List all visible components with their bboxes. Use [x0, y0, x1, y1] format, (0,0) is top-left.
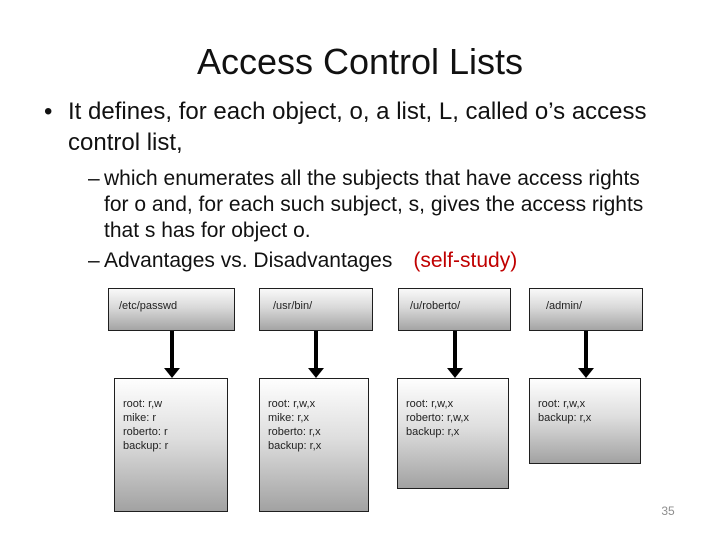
arrow-head	[447, 368, 463, 378]
object-box-u-roberto: /u/roberto/	[398, 288, 511, 331]
sub-bullet-item-2: – Advantages vs. Disadvantages (self-stud…	[88, 248, 688, 274]
arrow-head	[578, 368, 594, 378]
dash-marker: –	[88, 167, 100, 190]
acl-line: backup: r,x	[538, 412, 592, 424]
acl-box-u-roberto: root: r,w,x roberto: r,w,x backup: r,x	[397, 378, 509, 489]
dash-marker: –	[88, 249, 100, 272]
acl-line: root: r,w,x	[406, 398, 454, 410]
acl-box-admin: root: r,w,x backup: r,x	[529, 378, 641, 464]
arrow-shaft	[584, 331, 588, 368]
arrow-head	[164, 368, 180, 378]
acl-line: roberto: r	[123, 426, 168, 438]
object-label: /admin/	[546, 300, 583, 312]
object-label: /etc/passwd	[119, 300, 178, 312]
arrow-shaft	[453, 331, 457, 368]
object-box-admin: /admin/	[529, 288, 643, 331]
object-label: /usr/bin/	[273, 300, 313, 312]
acl-line: roberto: r,w,x	[406, 412, 469, 424]
acl-box-usr-bin: root: r,w,x mike: r,x roberto: r,x backu…	[259, 378, 369, 512]
down-arrow-icon	[308, 331, 324, 378]
acl-line: backup: r	[123, 440, 169, 452]
object-box-etc-passwd: /etc/passwd	[108, 288, 235, 331]
acl-line: root: r,w,x	[538, 398, 586, 410]
acl-line: backup: r,x	[268, 440, 322, 452]
slide-title: Access Control Lists	[196, 41, 524, 82]
page-number: 35	[661, 504, 675, 518]
acl-line: root: r,w,x	[268, 398, 316, 410]
arrow-head	[308, 368, 324, 378]
sub-bullet-text-2-label: Advantages vs. Disadvantages	[104, 249, 393, 272]
arrow-shaft	[314, 331, 318, 368]
acl-box-etc-passwd: root: r,w mike: r roberto: r backup: r	[114, 378, 228, 512]
acl-line: mike: r,x	[268, 412, 309, 424]
down-arrow-icon	[447, 331, 463, 378]
self-study-note: (self-study)	[413, 249, 518, 272]
bullet-text-main: It defines, for each object, o, a list, …	[68, 98, 647, 156]
down-arrow-icon	[578, 331, 594, 378]
bullet-item-main: • It defines, for each object, o, a list…	[44, 96, 668, 158]
acl-line: mike: r	[123, 412, 156, 424]
object-box-usr-bin: /usr/bin/	[259, 288, 373, 331]
acl-line: roberto: r,x	[268, 426, 321, 438]
arrow-shaft	[170, 331, 174, 368]
bullet-marker: •	[44, 98, 53, 125]
down-arrow-icon	[164, 331, 180, 378]
sub-bullet-item-1: – which enumerates all the subjects that…	[88, 166, 654, 244]
sub-bullet-text-1: which enumerates all the subjects that h…	[104, 167, 644, 242]
sub-bullet-text-2: Advantages vs. Disadvantages (self-study)	[104, 248, 517, 274]
object-label: /u/roberto/	[410, 300, 461, 312]
acl-line: root: r,w	[123, 398, 163, 410]
acl-line: backup: r,x	[406, 426, 460, 438]
